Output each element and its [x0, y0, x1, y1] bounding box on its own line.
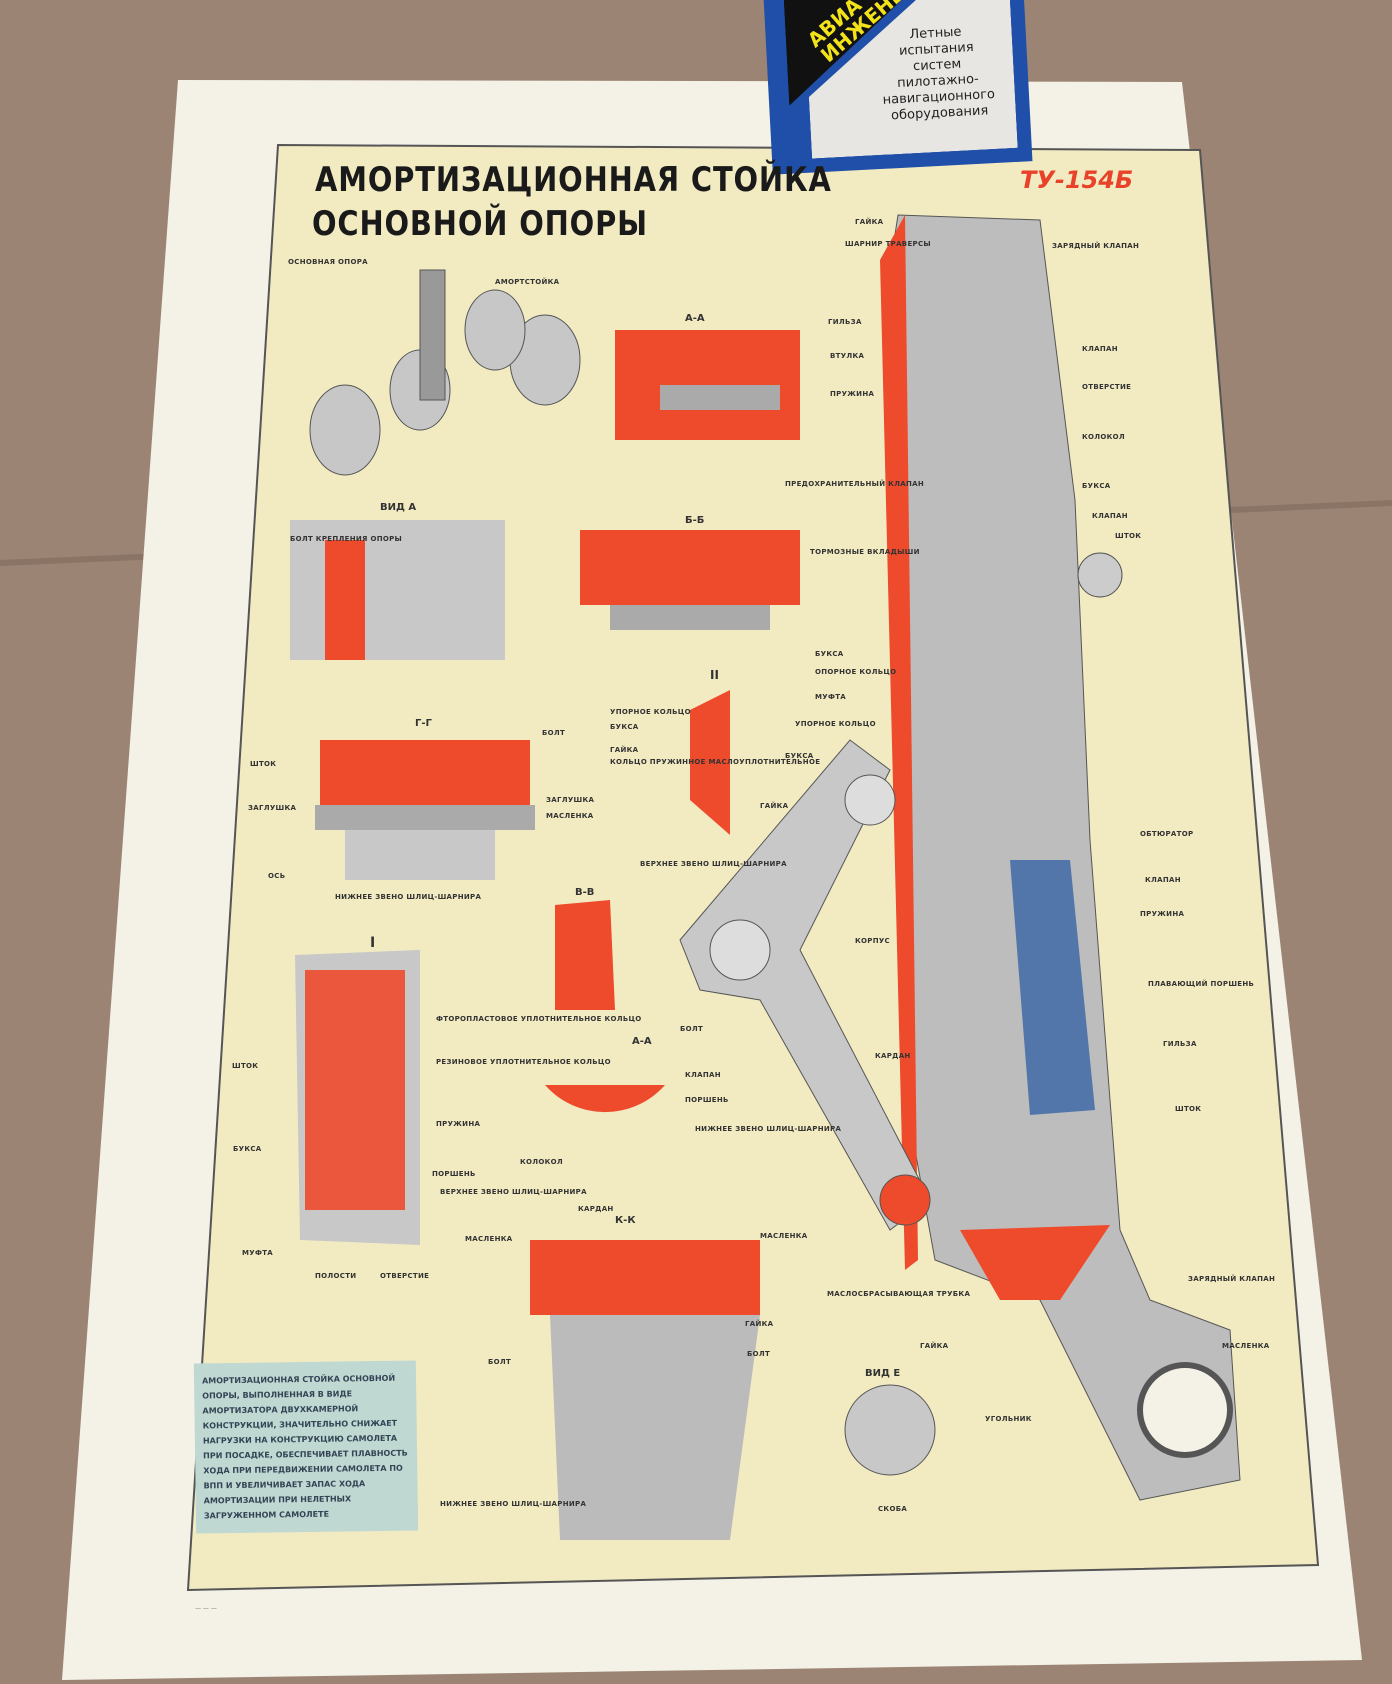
callout-label: ФТОРОПЛАСТОВОЕ УПЛОТНИТЕЛЬНОЕ КОЛЬЦО	[436, 1015, 642, 1023]
callout-label: БУКСА	[1082, 482, 1111, 490]
section-label: ВИД Е	[865, 1368, 901, 1379]
callout-label: ПРЕДОХРАНИТЕЛЬНЫЙ КЛАПАН	[785, 480, 925, 488]
callout-label: КЛАПАН	[1092, 512, 1128, 520]
callout-label: ЗАРЯДНЫЙ КЛАПАН	[1052, 242, 1140, 250]
callout-label: КЛАПАН	[1145, 876, 1181, 884]
callout-label: НИЖНЕЕ ЗВЕНО ШЛИЦ-ШАРНИРА	[335, 893, 482, 901]
callout-label: БУКСА	[785, 752, 814, 760]
callout-label: БУКСА	[233, 1145, 262, 1153]
callout-label: ПОРШЕНЬ	[432, 1170, 476, 1178]
callout-label: МАСЛЕНКА	[760, 1232, 808, 1240]
callout-label: БОЛТ	[680, 1025, 704, 1033]
callout-label: ОБТЮРАТОР	[1140, 830, 1194, 838]
callout-label: ГИЛЬЗА	[1163, 1040, 1197, 1048]
footer-credits: — — —	[195, 1605, 217, 1612]
callout-label: КОЛЬЦО ПРУЖИННОЕ МАСЛОУПЛОТНИТЕЛЬНОЕ	[610, 758, 821, 766]
callout-label: КОЛОКОЛ	[1082, 433, 1126, 441]
callout-label: ГАЙКА	[610, 746, 639, 754]
poster-title-line2: ОСНОВНОЙ ОПОРЫ	[312, 204, 648, 244]
callout-label: ГИЛЬЗА	[828, 318, 862, 326]
section-label: А-А	[685, 313, 705, 324]
callout-label: КАРДАН	[578, 1205, 614, 1213]
callout-label: ПОРШЕНЬ	[685, 1096, 729, 1104]
section-label: II	[710, 668, 719, 682]
section-label: I	[370, 935, 376, 951]
callout-label: ГАЙКА	[745, 1320, 774, 1328]
callout-label: РЕЗИНОВОЕ УПЛОТНИТЕЛЬНОЕ КОЛЬЦО	[436, 1058, 611, 1066]
callout-label: ГАЙКА	[760, 802, 789, 810]
callout-label: ОСЬ	[268, 872, 286, 880]
callout-label: ГАЙКА	[855, 218, 884, 226]
section-label: Б-Б	[685, 515, 705, 526]
info-box: АМОРТИЗАЦИОННАЯ СТОЙКА ОСНОВНОЙ ОПОРЫ, В…	[193, 1360, 419, 1534]
section-label: Г-Г	[415, 718, 432, 729]
section-label: А-А	[632, 1036, 652, 1047]
callout-label: БОЛТ	[488, 1358, 512, 1366]
callout-label: АМОРТСТОЙКА	[495, 278, 560, 286]
callout-label: УПОРНОЕ КОЛЬЦО	[795, 720, 876, 728]
callout-label: МАСЛЕНКА	[465, 1235, 513, 1243]
callout-label: МУФТА	[242, 1249, 273, 1257]
callout-label: ЗАРЯДНЫЙ КЛАПАН	[1188, 1275, 1276, 1283]
poster-title-line1: АМОРТИЗАЦИОННАЯ СТОЙКА	[315, 160, 832, 200]
main-gear-drawing	[309, 269, 581, 476]
callout-label: ШАРНИР ТРАВЕРСЫ	[845, 240, 931, 248]
callout-label: НИЖНЕЕ ЗВЕНО ШЛИЦ-ШАРНИРА	[440, 1500, 587, 1508]
callout-label: БОЛТ	[542, 729, 566, 737]
callout-label: ГАЙКА	[920, 1342, 949, 1350]
callout-label: ОТВЕРСТИЕ	[380, 1272, 430, 1280]
section-label: К-К	[615, 1215, 636, 1226]
callout-label: ПОЛОСТИ	[315, 1272, 357, 1280]
callout-label: СКОБА	[878, 1505, 908, 1513]
callout-label: УПОРНОЕ КОЛЬЦО	[610, 708, 691, 716]
callout-label: БОЛТ	[747, 1350, 771, 1358]
callout-label: БУКСА	[815, 650, 844, 658]
callout-label: БУКСА	[610, 723, 639, 731]
aircraft-model: ТУ-154Б	[1020, 166, 1134, 194]
callout-label: ЗАГЛУШКА	[248, 804, 297, 812]
section-label: В-В	[575, 887, 595, 898]
callout-label: МУФТА	[815, 693, 846, 701]
callout-label: КОРПУС	[855, 937, 890, 945]
callout-label: УГОЛЬНИК	[985, 1415, 1032, 1423]
callout-label: КАРДАН	[875, 1052, 911, 1060]
callout-label: КЛАПАН	[1082, 345, 1118, 353]
callout-label: ВЕРХНЕЕ ЗВЕНО ШЛИЦ-ШАРНИРА	[440, 1188, 587, 1196]
callout-label: ШТОК	[1115, 532, 1142, 540]
callout-label: МАСЛЕНКА	[546, 812, 594, 820]
callout-label: ПЛАВАЮЩИЙ ПОРШЕНЬ	[1148, 980, 1255, 988]
callout-label: НИЖНЕЕ ЗВЕНО ШЛИЦ-ШАРНИРА	[695, 1125, 842, 1133]
callout-label: ПРУЖИНА	[1140, 910, 1185, 918]
callout-label: ОТВЕРСТИЕ	[1082, 383, 1132, 391]
callout-label: БОЛТ КРЕПЛЕНИЯ ОПОРЫ	[290, 535, 403, 543]
callout-label: КОЛОКОЛ	[520, 1158, 564, 1166]
callout-label: ПРУЖИНА	[436, 1120, 481, 1128]
callout-label: ШТОК	[250, 760, 277, 768]
callout-label: ЗАГЛУШКА	[546, 796, 595, 804]
callout-label: ПРУЖИНА	[830, 390, 875, 398]
section-drawings	[290, 330, 936, 1540]
callout-label: ОПОРНОЕ КОЛЬЦО	[815, 668, 897, 676]
callout-label: ВЕРХНЕЕ ЗВЕНО ШЛИЦ-ШАРНИРА	[640, 860, 787, 868]
callout-label: ВТУЛКА	[830, 352, 865, 360]
callout-label: ШТОК	[232, 1062, 259, 1070]
callout-label: ТОРМОЗНЫЕ ВКЛАДЫШИ	[810, 548, 920, 556]
callout-label: КЛАПАН	[685, 1071, 721, 1079]
shock-strut-drawing	[679, 214, 1241, 1501]
section-label: ОСНОВНАЯ ОПОРА	[288, 258, 368, 266]
callout-label: МАСЛЕНКА	[1222, 1342, 1270, 1350]
section-label: ВИД А	[380, 502, 417, 513]
callout-label: МАСЛОСБРАСЫВАЮЩАЯ ТРУБКА	[827, 1290, 971, 1298]
callout-label: ШТОК	[1175, 1105, 1202, 1113]
